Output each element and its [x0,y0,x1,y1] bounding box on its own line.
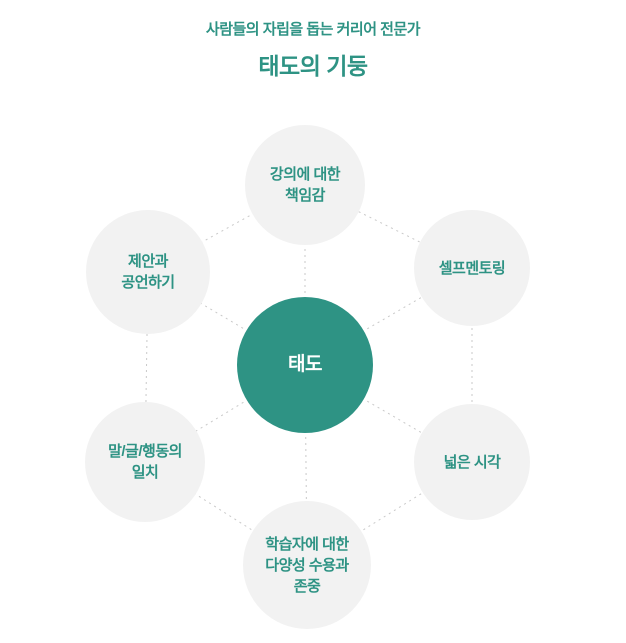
node-label: 학습자에 대한 다양성 수용과 존중 [265,535,349,595]
header: 사람들의 자립을 돕는 커리어 전문가 태도의 기둥 [0,18,626,81]
node-attitude-center: 태도 [237,297,373,433]
center-node-label: 태도 [288,353,322,375]
node-label: 제안과 공언하기 [121,253,175,291]
node-label: 강의에 대한 책임감 [269,166,341,204]
slide-subtitle: 사람들의 자립을 돕는 커리어 전문가 [205,21,421,38]
node-word-action-consistency: 말/글/행동의 일치 [85,402,205,522]
node-label: 넓은 시각 [443,453,501,471]
node-self-mentoring: 셀프멘토링 [414,210,530,326]
node-proposal-and-commitment: 제안과 공언하기 [86,210,210,334]
node-label: 말/글/행동의 일치 [108,443,182,481]
node-responsibility-for-lecture: 강의에 대한 책임감 [245,125,365,245]
node-label: 셀프멘토링 [438,259,506,277]
node-broad-perspective: 넓은 시각 [414,404,530,520]
page-title: 태도의 기둥 [258,53,368,79]
node-diversity-acceptance-respect: 학습자에 대한 다양성 수용과 존중 [243,501,371,629]
